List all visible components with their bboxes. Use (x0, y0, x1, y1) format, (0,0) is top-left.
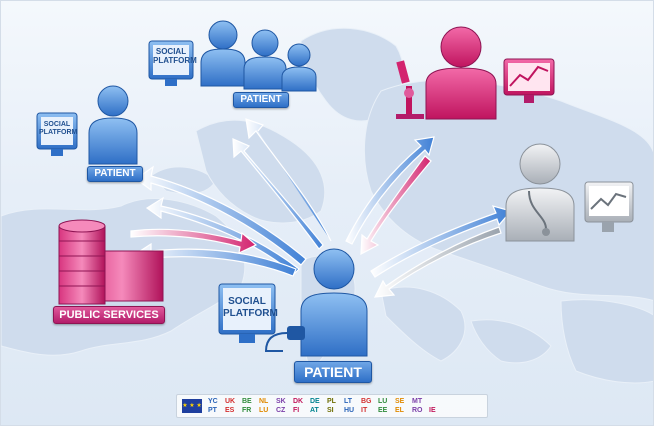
monitor-icon (36, 112, 78, 156)
social-platform-line1: SOCIAL (43, 121, 71, 128)
person-icon (425, 26, 497, 120)
person-icon (264, 248, 368, 357)
country-code: SK (276, 397, 286, 405)
country-code: PT (208, 406, 217, 414)
country-code: SE (395, 397, 405, 405)
country-code: FR (242, 406, 252, 414)
social-platform-line1: SOCIAL (228, 296, 266, 307)
country-code: IT (361, 406, 368, 414)
social-platform-label-left: SOCIAL PLATFORM (39, 121, 78, 137)
country-code: EE (378, 406, 388, 414)
patient-label-left: PATIENT (87, 166, 143, 182)
country-code: BG (361, 397, 372, 405)
group-icon (200, 20, 317, 92)
country-code: NL (259, 397, 269, 405)
country-codes: YC UK BE NL SK DK DE PL LT BG LU SE MT PT ES FR LU CZ FI A… (208, 398, 443, 415)
eu-flag-icon: ★ ★ ★ (182, 399, 202, 413)
monitor-icon (218, 283, 276, 343)
patient-label-center: PATIENT (294, 361, 372, 383)
country-code: YC (208, 397, 218, 405)
social-platform-label-center: SOCIAL PLATFORM (223, 296, 278, 320)
person-icon (88, 85, 138, 165)
social-platform-line2: PLATFORM (39, 129, 78, 136)
country-code: ES (225, 406, 235, 414)
country-code: EL (395, 406, 404, 414)
public-services-label: PUBLIC SERVICES (53, 306, 165, 324)
country-code: PL (327, 397, 336, 405)
country-code: MT (412, 397, 423, 405)
country-code-strip: ★ ★ ★ YC UK BE NL SK DK DE PL LT BG LU SE MT PT ES FR L… (176, 394, 488, 418)
country-code: LU (259, 406, 269, 414)
country-code: LU (378, 397, 388, 405)
social-platform-line2: PLATFORM (153, 56, 197, 65)
country-code: DK (293, 397, 304, 405)
country-row-2: PT ES FR LU CZ FI AT SI HU IT EE EL RO IE (208, 407, 443, 415)
country-code: LT (344, 397, 353, 405)
social-platform-line2: PLATFORM (223, 308, 278, 319)
chart-monitor-icon (584, 181, 634, 232)
hospital-building-icon (58, 219, 164, 305)
social-platform-label-top: SOCIAL PLATFORM (153, 47, 197, 65)
patient-label-top: PATIENT (233, 92, 289, 108)
doctor-icon (505, 143, 575, 242)
country-code: CZ (276, 406, 286, 414)
social-platform-line1: SOCIAL (155, 47, 187, 56)
country-code: DE (310, 397, 320, 405)
country-code: SI (327, 406, 334, 414)
country-code: UK (225, 397, 236, 405)
microscope-icon (396, 60, 424, 119)
country-code: IE (429, 406, 436, 414)
country-row-1: YC UK BE NL SK DK DE PL LT BG LU SE MT (208, 398, 443, 406)
country-code: BE (242, 397, 252, 405)
country-code: HU (344, 406, 355, 414)
country-code: FI (293, 406, 300, 414)
country-code: AT (310, 406, 319, 414)
country-code: RO (412, 406, 423, 414)
chart-monitor-icon (503, 58, 555, 103)
monitor-icon (148, 40, 194, 86)
